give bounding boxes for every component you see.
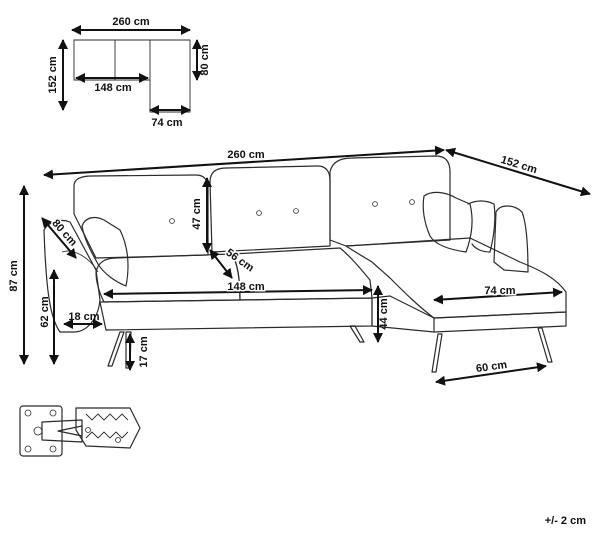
throw-pillow-left — [81, 216, 129, 287]
total-height-label: 87 cm — [8, 260, 20, 291]
leg-middle — [349, 325, 365, 343]
tuft-button — [169, 218, 175, 224]
armrest-depth-dimension — [41, 217, 77, 259]
seat-height-label: 44 cm — [378, 298, 390, 329]
tuft-button — [409, 199, 415, 205]
mini-seat-width-label: 148 cm — [94, 82, 132, 94]
tuft-button — [372, 201, 378, 207]
hinge-arm — [41, 419, 83, 443]
total-width-dimension — [43, 145, 445, 180]
throw-pillow-right-back — [467, 200, 496, 253]
hinge-teeth-bottom — [85, 431, 129, 439]
total-depth-dimension — [445, 147, 591, 197]
chaise-base-width-label: 60 cm — [475, 359, 508, 375]
chaise-cushion — [345, 237, 567, 319]
seat-width-label: 148 cm — [227, 281, 265, 293]
hinge-wedge — [57, 425, 83, 437]
tolerance-note: +/- 2 cm — [545, 515, 586, 527]
hinge-rivet — [115, 437, 121, 443]
leg-height-label: 17 cm — [138, 336, 150, 367]
hinge-teeth-top — [85, 413, 129, 421]
arm-width-label: 18 cm — [68, 311, 99, 323]
hinge-screw — [24, 409, 32, 417]
tuft-button — [293, 208, 299, 214]
sofa-base — [99, 297, 373, 331]
chaise-base — [371, 295, 567, 333]
chaise-width-dimension — [433, 287, 563, 305]
hinge-screw — [24, 445, 32, 453]
mini-chaise-width-label: 74 cm — [151, 117, 182, 129]
hinge-rivet — [85, 427, 91, 433]
leg-chaise-back — [537, 327, 553, 363]
hinge-ratchet-body — [75, 407, 141, 449]
total-width-label: 260 cm — [227, 149, 265, 161]
hinge-screw — [49, 409, 57, 417]
leg-chaise-front — [431, 333, 443, 373]
back-cushion-middle — [209, 165, 331, 253]
seat-width-dimension — [103, 285, 373, 299]
sofa-drawing — [43, 155, 567, 373]
hinge-screw — [49, 445, 57, 453]
seat-depth-dimension — [209, 249, 233, 279]
dimensions: 260 cm 152 cm 87 cm 80 cm 47 cm 56 cm 14… — [8, 145, 591, 386]
hinge-detail — [19, 405, 141, 457]
mini-plan: 260 cm 152 cm 80 cm 148 cm 74 cm — [47, 16, 211, 129]
back-cushion-right — [329, 155, 451, 247]
mini-width-label: 260 cm — [112, 16, 150, 28]
mini-seat-depth-label: 80 cm — [199, 44, 211, 75]
hinge-screw — [33, 426, 43, 436]
hinge-plate — [19, 405, 63, 457]
back-height-label: 47 cm — [191, 198, 203, 229]
arm-height-label: 62 cm — [39, 296, 51, 327]
leg-front-left — [107, 331, 125, 367]
right-armrest — [493, 205, 529, 273]
back-cushion-left — [73, 174, 209, 259]
chaise-width-label: 74 cm — [484, 285, 515, 297]
throw-pillow-right-front — [422, 191, 473, 253]
tuft-button — [256, 210, 262, 216]
mini-plan-outline — [73, 39, 191, 113]
chaise-base-width-dimension — [435, 362, 547, 386]
mini-depth-label: 152 cm — [47, 56, 59, 94]
